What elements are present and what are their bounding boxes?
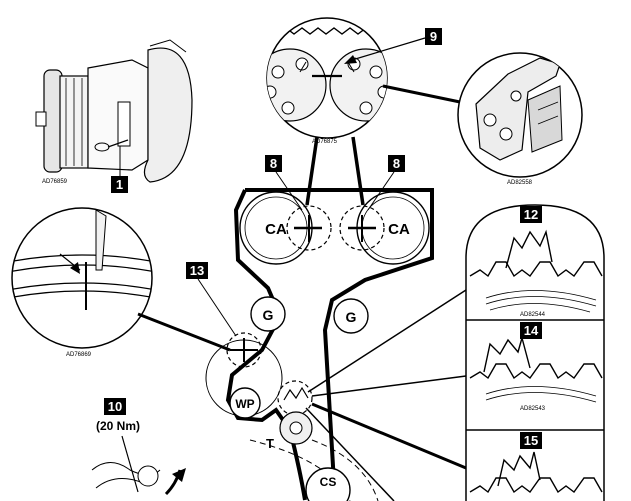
camshaft-right-label: CA [388,221,410,238]
guide-pulley-left: G [250,296,286,332]
callout-8-left-label: 8 [270,156,277,171]
guide-right-label: G [346,309,357,325]
ref-code-tool: AD82558 [507,180,533,186]
tensioner-adjust-drawing [91,435,186,496]
callout-10-label: 10 [108,399,122,414]
callout-14: 14 [520,322,542,339]
guide-pulley-right: G [333,298,369,334]
camshaft-pulley-right: CA [356,191,430,265]
callout-15-label: 15 [524,433,538,448]
callout-15: 15 [520,432,542,449]
tensioner: T [266,380,313,451]
ref-code-teeth-14: AD82543 [520,406,546,412]
camshaft-left-label: CA [265,221,287,238]
alignment-circle-right [339,205,385,251]
water-pump-label: WP [235,397,254,411]
ref-code-teeth-12: AD82544 [520,312,546,318]
callout-12: 12 [520,206,542,223]
cam-lock-tool-detail [382,52,583,178]
crankshaft-pulley: CS [305,467,351,501]
guide-left-label: G [263,307,274,323]
alignment-circle-pump [226,332,262,368]
timing-mark-detail [11,207,231,352]
callout-12-label: 12 [524,207,538,222]
callout-9-label: 9 [430,29,437,44]
tooth-engagement-panels [465,204,605,501]
pump-component-drawing [35,39,193,183]
callout-8-right: 8 [367,155,405,211]
ref-code-pump: AD76859 [42,179,68,185]
callout-13: 13 [186,262,237,337]
ref-code-mark: AD76869 [66,352,92,358]
torque-value: (20 Nm) [96,419,140,433]
callout-1-label: 1 [116,177,123,192]
callout-14-label: 14 [524,323,539,338]
crankshaft-label: CS [320,475,337,489]
callout-9: 9 [425,28,442,45]
callout-1: 1 [111,176,128,193]
water-pump-pulley: WP [229,387,261,419]
alignment-circle-left [286,205,332,251]
callout-8-left: 8 [265,155,303,211]
timing-belt [225,188,434,501]
camshaft-pulley-left: CA [239,191,313,265]
ref-code-cam: AD76875 [312,139,338,145]
cam-sprocket-detail [266,17,426,139]
callout-10: 10 [104,398,126,415]
callout-8-right-label: 8 [393,156,400,171]
tensioner-label: T [266,436,274,451]
callout-13-label: 13 [190,263,204,278]
